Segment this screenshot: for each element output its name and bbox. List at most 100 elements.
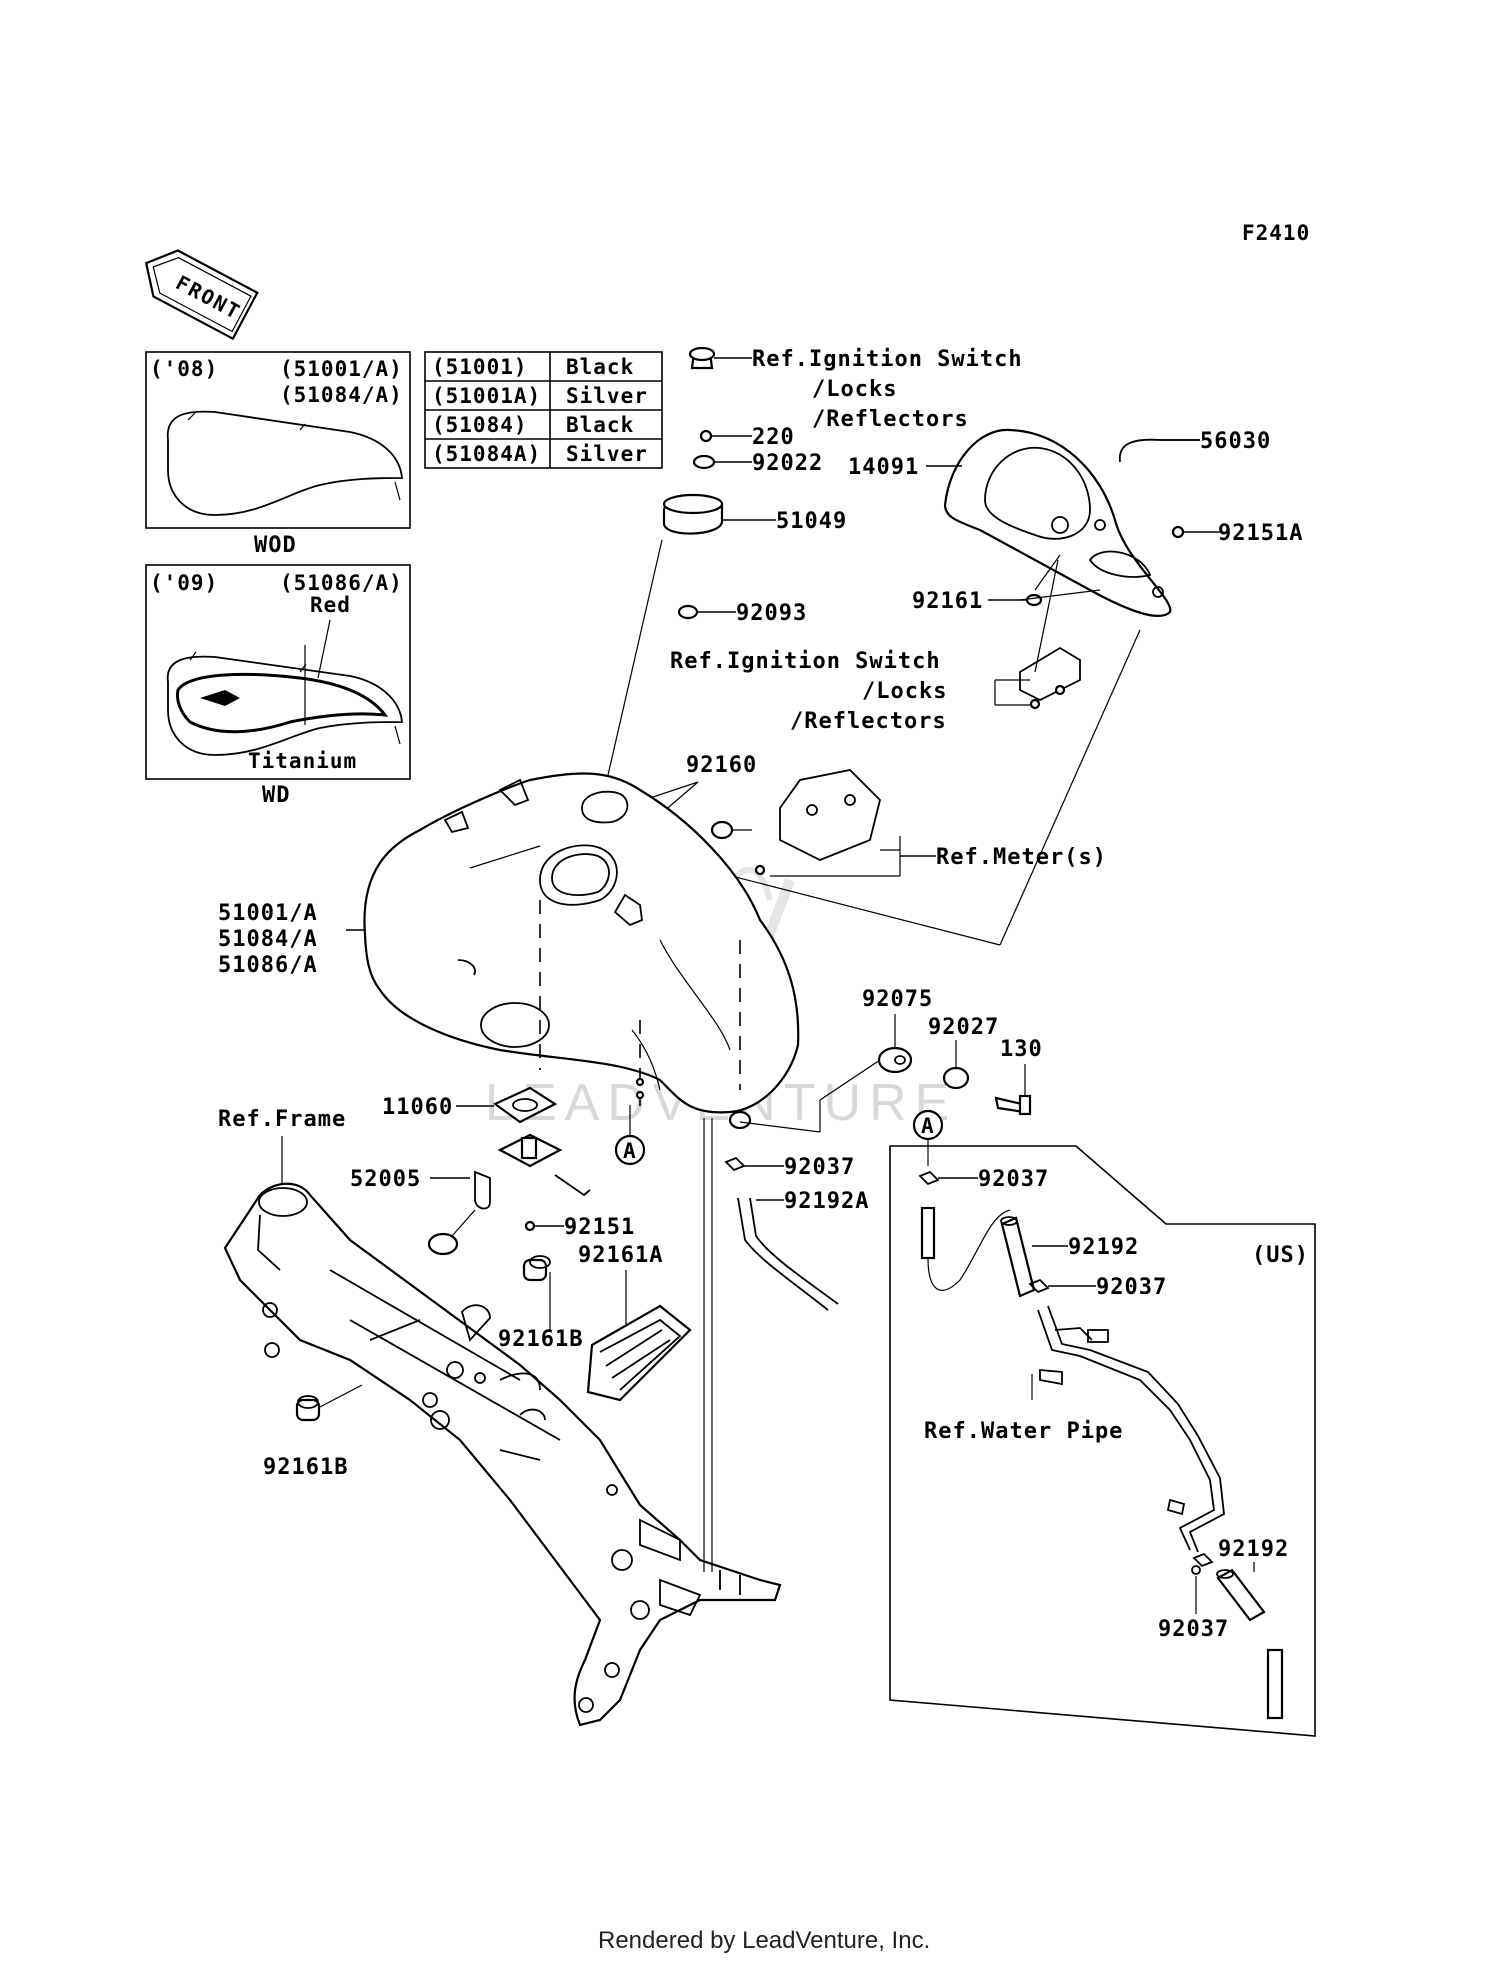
damper-92075 xyxy=(877,1014,913,1074)
label-52005: 52005 xyxy=(350,1167,421,1192)
color-table-row-color: Silver xyxy=(566,442,648,466)
hose-92192-b xyxy=(1216,1562,1284,1720)
clamp-92037-a xyxy=(724,1156,784,1172)
label-56030: 56030 xyxy=(1200,429,1271,454)
label-11060: 11060 xyxy=(382,1095,453,1120)
color-table-row-part: (51001) xyxy=(432,355,528,379)
inset-wod-year: ('08) xyxy=(150,357,218,381)
label-ref-ignition-1b: /Locks xyxy=(812,377,897,402)
damper-92161B-b xyxy=(295,1384,363,1422)
color-table-row-color: Black xyxy=(566,355,634,379)
fuel-tank xyxy=(363,772,800,1130)
color-table-row-part: (51084A) xyxy=(432,442,541,466)
ignition-switch-cap xyxy=(688,346,752,370)
label-92151: 92151 xyxy=(564,1215,635,1240)
marker-a-us-label: A xyxy=(921,1114,935,1138)
inset-wd-color-top: Red xyxy=(310,593,351,617)
tank-silhouette-wd xyxy=(166,655,403,756)
us-box-label: (US) xyxy=(1252,1243,1309,1268)
grommet-92160 xyxy=(710,820,752,840)
hose-short-us xyxy=(920,1206,1011,1291)
label-tank-1: 51001/A xyxy=(218,901,318,926)
footer-text: Rendered by LeadVenture, Inc. xyxy=(598,1927,930,1954)
label-92161B-a: 92161B xyxy=(498,1327,583,1352)
label-92192A: 92192A xyxy=(784,1189,869,1214)
fuel-pump-52005 xyxy=(427,1133,591,1256)
wire-56030 xyxy=(1119,438,1200,463)
color-table-row-color: Silver xyxy=(566,384,648,408)
frame xyxy=(223,1182,782,1727)
cover-92161A xyxy=(586,1270,692,1402)
label-92027: 92027 xyxy=(928,1015,999,1040)
front-arrow-icon: FRONT xyxy=(144,249,259,341)
inset-wd-year: ('09) xyxy=(150,571,218,595)
us-box: (US) A xyxy=(889,1109,1316,1737)
washer-92022 xyxy=(692,454,752,470)
label-ref-ignition-1: Ref.Ignition Switch xyxy=(752,347,1023,372)
label-ref-water-pipe: Ref.Water Pipe xyxy=(924,1419,1123,1444)
collar-92027 xyxy=(942,1040,970,1090)
inset-wod: ('08) (51001/A) (51084/A) WOD xyxy=(145,351,411,558)
hose-92192A xyxy=(737,1197,839,1311)
label-ref-ignition-1c: /Reflectors xyxy=(812,407,969,432)
label-92037-c: 92037 xyxy=(1096,1275,1167,1300)
water-pipe xyxy=(1031,1305,1225,1553)
color-table-row-part: (51084) xyxy=(432,413,528,437)
inset-wod-part2: (51084/A) xyxy=(280,383,403,407)
label-92192-b: 92192 xyxy=(1218,1537,1289,1562)
inset-wd: ('09) (51086/A) Red Titanium WD xyxy=(145,564,411,808)
label-ref-ignition-2: Ref.Ignition Switch xyxy=(670,649,941,674)
label-130: 130 xyxy=(1000,1037,1043,1062)
label-92160: 92160 xyxy=(686,753,757,778)
color-table: (51001) Black (51001A) Silver (51084) Bl… xyxy=(424,351,663,469)
label-ref-ignition-2b: /Locks xyxy=(862,679,947,704)
cap-51049 xyxy=(662,493,776,535)
label-ref-frame: Ref.Frame xyxy=(218,1107,346,1132)
label-92022: 92022 xyxy=(752,451,823,476)
gasket-11060 xyxy=(456,1086,558,1124)
label-92075: 92075 xyxy=(862,987,933,1012)
marker-a-label: A xyxy=(623,1139,637,1163)
label-92151A: 92151A xyxy=(1218,521,1303,546)
inset-wod-caption: WOD xyxy=(254,533,297,558)
bolt-130 xyxy=(994,1064,1032,1116)
clamp-92037-b xyxy=(918,1170,978,1186)
label-tank-3: 51086/A xyxy=(218,953,318,978)
inset-wd-caption: WD xyxy=(262,783,291,808)
color-table-row-color: Black xyxy=(566,413,634,437)
tank-silhouette-wod xyxy=(166,410,403,516)
grommet-92161 xyxy=(988,593,1043,607)
figure-code: F2410 xyxy=(1242,221,1310,245)
label-92037-a: 92037 xyxy=(784,1155,855,1180)
hose-92192-a xyxy=(1000,1216,1068,1298)
clamp-92037-c xyxy=(1028,1278,1096,1294)
screw-92151A xyxy=(1171,525,1220,539)
screw-92151 xyxy=(524,1220,564,1232)
label-14091: 14091 xyxy=(848,455,919,480)
dash-cover-14091 xyxy=(943,428,1172,617)
label-92161: 92161 xyxy=(912,589,983,614)
label-92037-b: 92037 xyxy=(978,1167,1049,1192)
label-92161A: 92161A xyxy=(578,1243,663,1268)
label-92192-a: 92192 xyxy=(1068,1235,1139,1260)
damper-92161B-a xyxy=(522,1255,551,1330)
label-tank-2: 51084/A xyxy=(218,927,318,952)
label-ref-meter: Ref.Meter(s) xyxy=(936,845,1107,870)
label-51049: 51049 xyxy=(776,509,847,534)
grommet-92093 xyxy=(677,604,736,620)
label-92093: 92093 xyxy=(736,601,807,626)
inset-wod-part1: (51001/A) xyxy=(280,357,403,381)
bracket-ignition xyxy=(994,646,1081,710)
screw-220 xyxy=(699,429,752,443)
label-92037-d: 92037 xyxy=(1158,1617,1229,1642)
clamp-92037-d xyxy=(1191,1552,1214,1614)
marker-a-tank: A xyxy=(614,1105,646,1166)
inset-wd-color-bottom: Titanium xyxy=(248,749,357,773)
label-220: 220 xyxy=(752,425,795,450)
label-ref-ignition-2c: /Reflectors xyxy=(790,709,947,734)
inset-wd-part1: (51086/A) xyxy=(280,571,403,595)
color-table-row-part: (51001A) xyxy=(432,384,541,408)
meter-bracket xyxy=(754,769,881,876)
label-92161B-b: 92161B xyxy=(263,1455,348,1480)
